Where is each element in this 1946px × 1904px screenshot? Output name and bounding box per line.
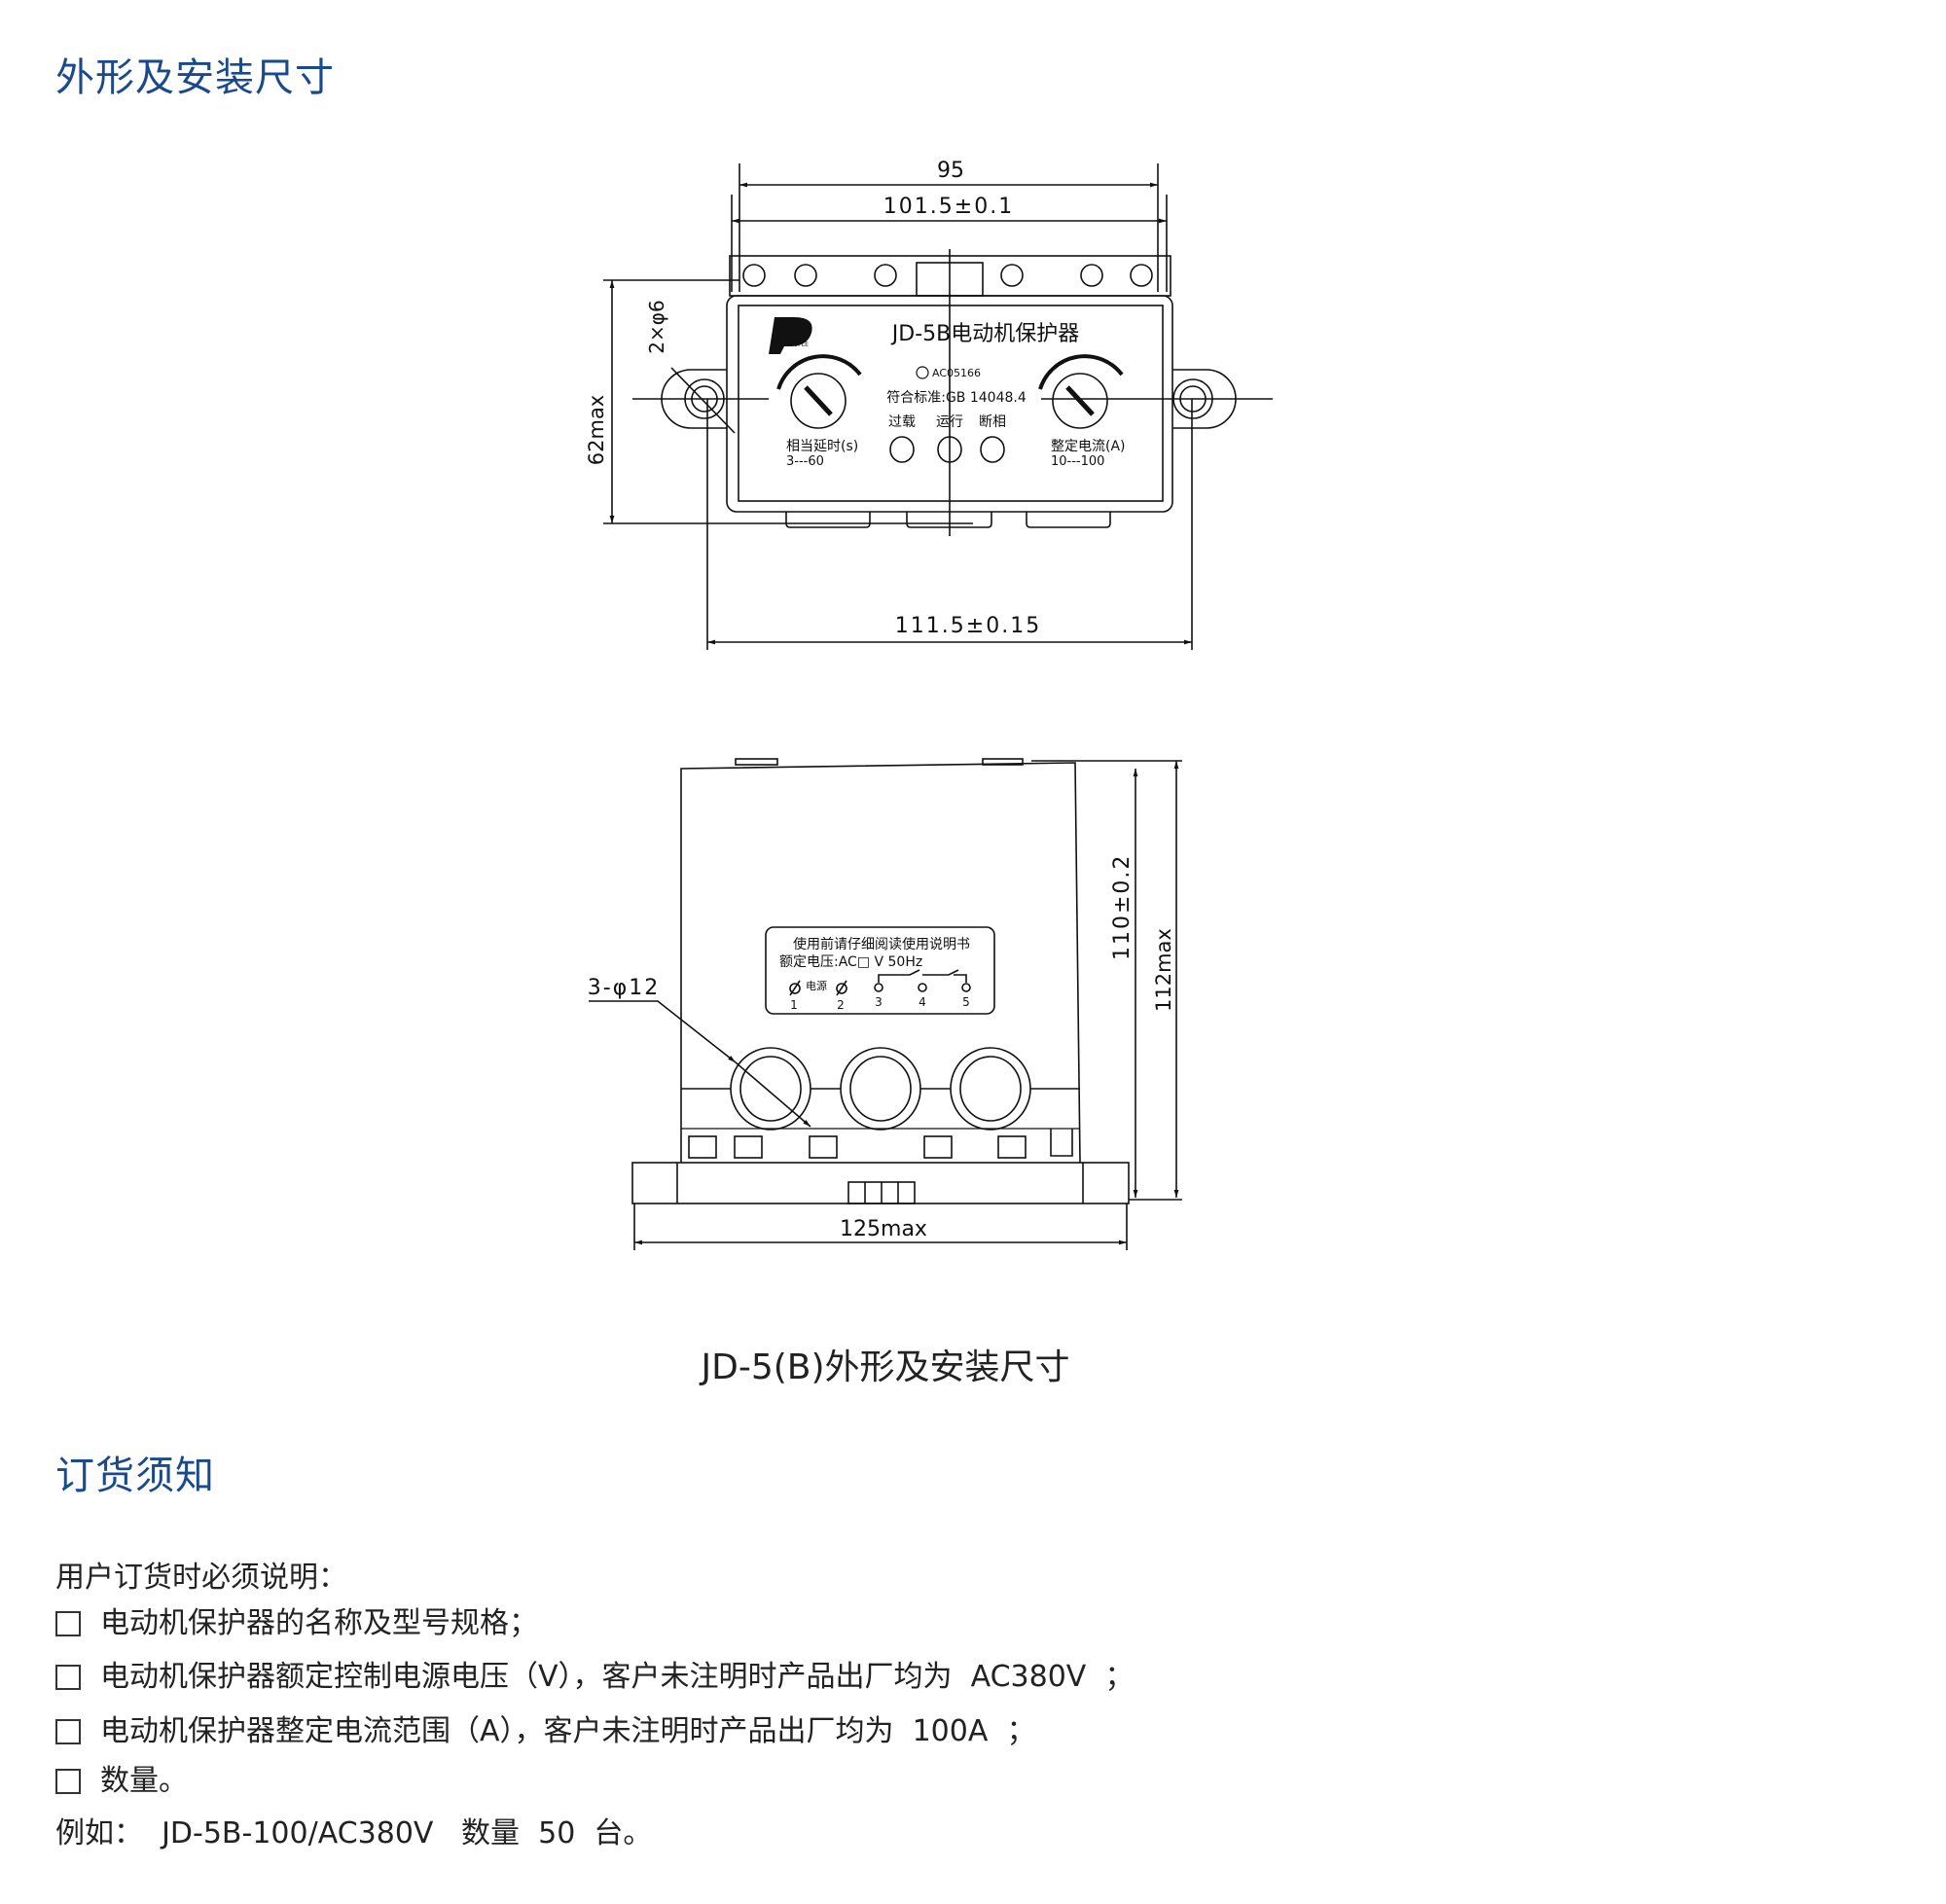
knob-right-label: 整定电流(A)	[1051, 439, 1126, 454]
side-view	[589, 758, 1182, 1250]
logo-text: PEOPLE	[786, 341, 809, 348]
ordering-item: 电动机保护器额定控制电源电压（V），客户未注明时产品出厂均为 AC380V ；	[55, 1658, 1134, 1697]
ordering-example: 例如： JD-5B-100/AC380V 数量 50 台。	[55, 1816, 653, 1850]
terminal-screws	[742, 264, 1153, 287]
led-label-overload: 过载	[888, 414, 916, 430]
terminal-3: 3	[875, 995, 883, 1009]
figure-caption: JD-5(B)外形及安装尺寸	[701, 1347, 1070, 1387]
dim-125-label: 125max	[840, 1217, 927, 1241]
holes-label: 3-φ12	[588, 976, 660, 1000]
standard-text: 符合标准:GB 14048.4	[886, 390, 1027, 406]
checkbox[interactable]	[55, 1719, 81, 1744]
checkbox[interactable]	[55, 1611, 81, 1636]
front-view	[603, 163, 1273, 650]
through-hole-3	[950, 1047, 1031, 1131]
dim-111-label: 111.5±0.15	[895, 614, 1041, 638]
led-overload	[889, 436, 915, 463]
knob-left-label: 相当延时(s)	[786, 439, 858, 454]
nameplate-line1: 使用前请仔细阅读使用说明书	[793, 936, 970, 952]
dim-110-label: 110±0.2	[1110, 854, 1135, 960]
dim-101-label: 101.5±0.1	[883, 195, 1014, 219]
led-running	[937, 436, 962, 463]
product-title: JD-5B电动机保护器	[890, 322, 1079, 346]
dim-112-label: 112max	[1152, 928, 1175, 1012]
side-terminal-screws	[688, 1129, 1073, 1159]
terminal-1: 1	[790, 998, 798, 1012]
through-hole-2	[840, 1047, 921, 1131]
delay-knob	[790, 373, 847, 429]
base-plate	[631, 1162, 1130, 1204]
knob-right-range: 10---100	[1051, 454, 1104, 469]
led-phase-loss	[980, 436, 1005, 463]
power-label: 电源	[806, 979, 827, 992]
terminal-5: 5	[962, 995, 970, 1009]
terminal-2: 2	[837, 998, 845, 1012]
led-label-running: 运行	[936, 414, 963, 430]
checkbox[interactable]	[55, 1769, 81, 1794]
led-label-phase-loss: 断相	[979, 414, 1006, 430]
dim-62-label: 62max	[585, 395, 608, 465]
ordering-item: 数量。	[55, 1762, 188, 1801]
section-title-ordering: 订货须知	[55, 1454, 215, 1498]
through-hole-1	[730, 1047, 811, 1131]
ordering-item-text: 数量。	[100, 1764, 188, 1798]
ordering-item-text: 电动机保护器额定控制电源电压（V），客户未注明时产品出厂均为 AC380V ；	[100, 1660, 1135, 1694]
cert-number: AC05166	[932, 367, 981, 379]
ordering-intro: 用户订货时必须说明：	[55, 1561, 347, 1595]
knob-left-range: 3---60	[786, 454, 824, 469]
ordering-item: 电动机保护器的名称及型号规格；	[55, 1604, 538, 1643]
ordering-item-text: 电动机保护器的名称及型号规格；	[100, 1606, 538, 1640]
ordering-item-text: 电动机保护器整定电流范围（A），客户未注明时产品出厂均为 100A ；	[100, 1714, 1036, 1748]
dim-holes-label: 2×φ6	[645, 300, 668, 353]
section-title-dimensions: 外形及安装尺寸	[55, 55, 335, 100]
device-body-side	[680, 762, 1081, 1164]
nameplate-line2: 额定电压:AC□ V 50Hz	[779, 954, 922, 970]
terminal-4: 4	[919, 995, 926, 1009]
ordering-item: 电动机保护器整定电流范围（A），客户未注明时产品出厂均为 100A ；	[55, 1712, 1035, 1751]
checkbox[interactable]	[55, 1665, 81, 1690]
current-knob	[1052, 373, 1108, 429]
people-logo	[769, 317, 812, 354]
nameplate	[765, 926, 995, 1015]
dim-95-label: 95	[937, 159, 964, 183]
ccc-mark-icon	[916, 366, 929, 379]
